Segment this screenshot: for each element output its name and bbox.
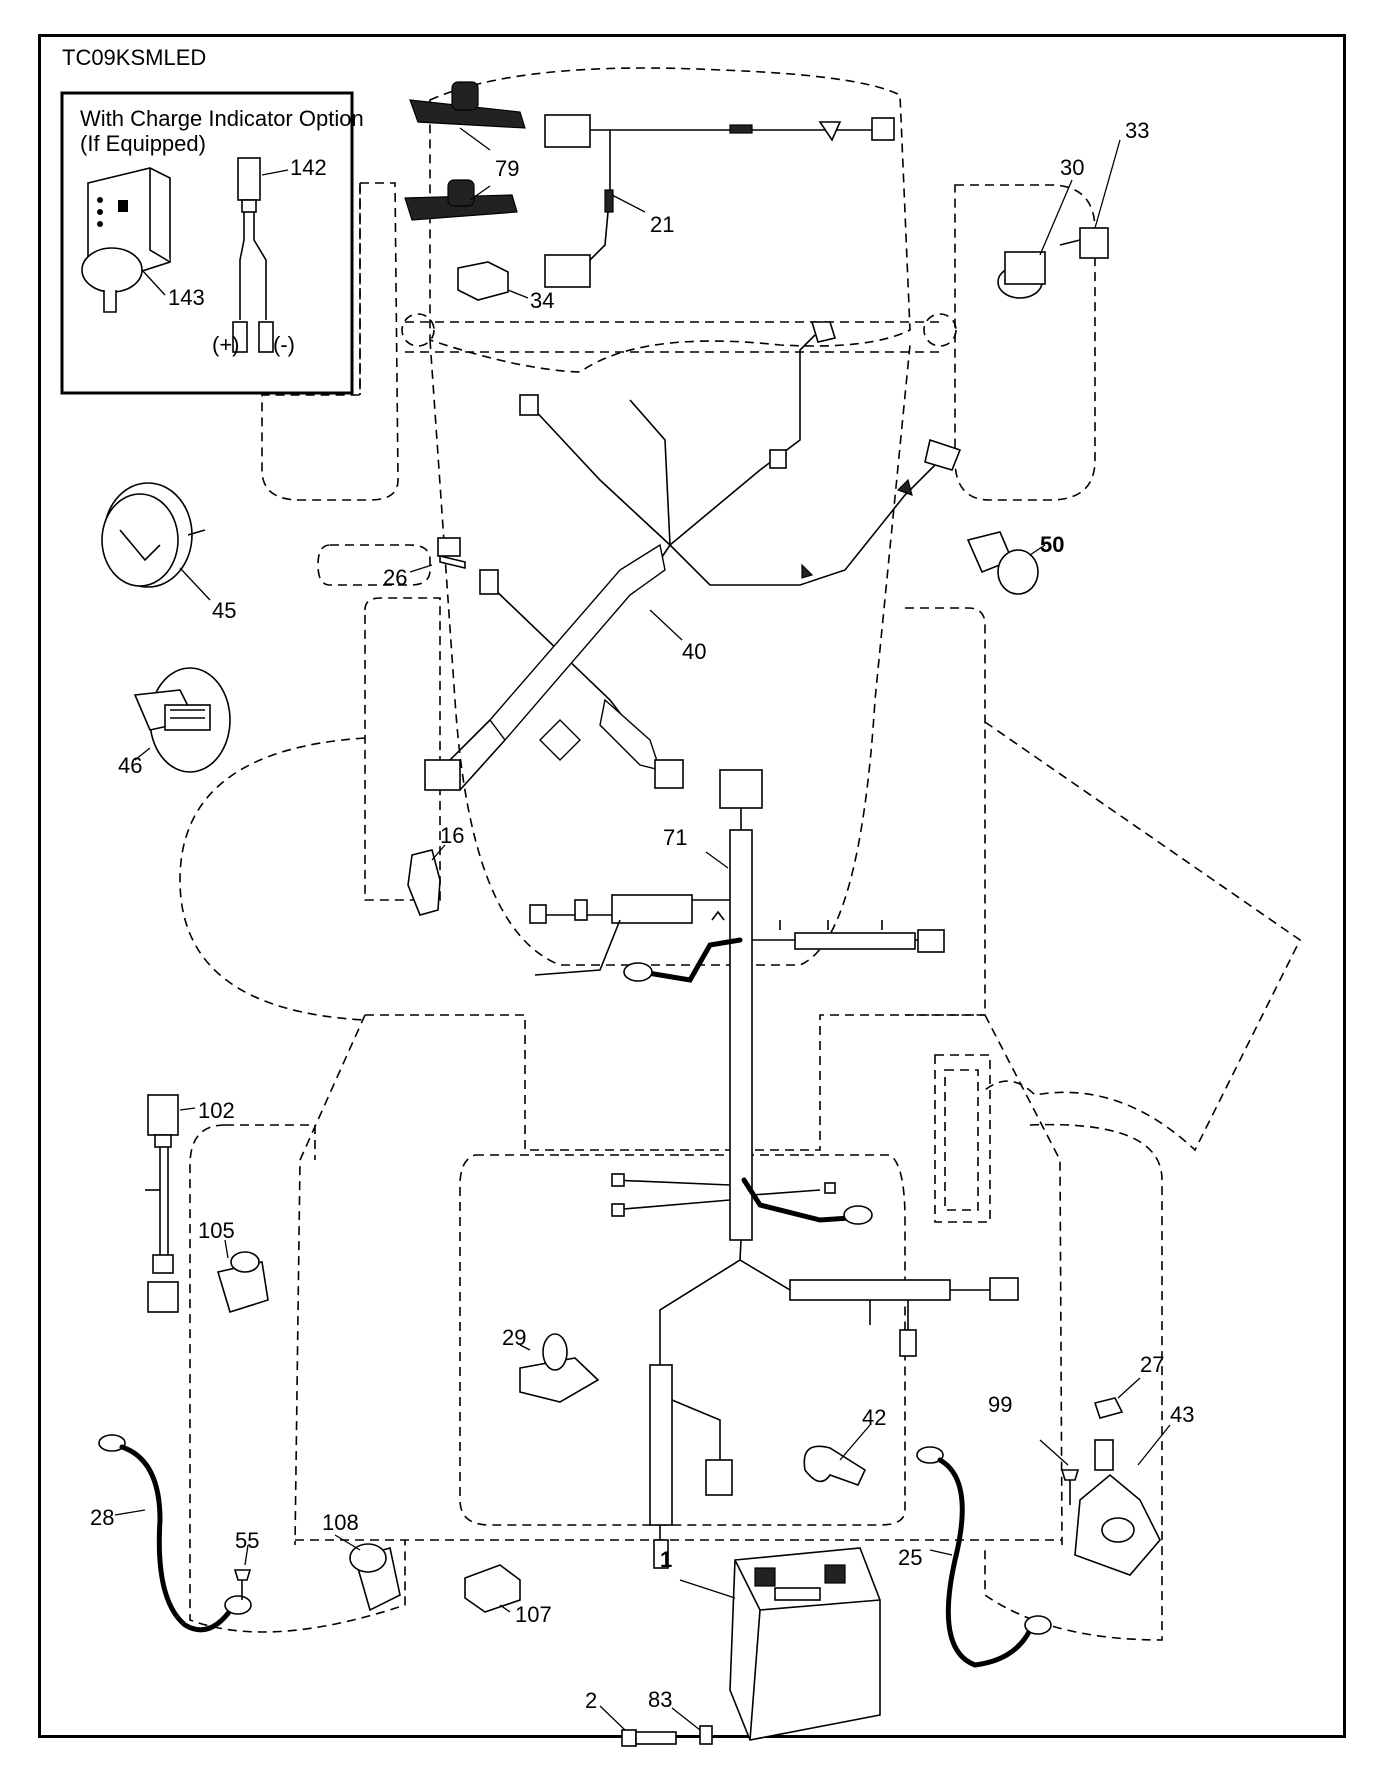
switch-34 (457, 261, 529, 301)
diagram-frame (38, 34, 1346, 1738)
solenoid-43 (1074, 1424, 1171, 1576)
plus-terminal-label: (+) (212, 332, 240, 357)
harness-102 (145, 1094, 196, 1313)
charge-indicator-part (81, 167, 171, 313)
part-107 (464, 1564, 521, 1613)
chassis-outline (179, 67, 1302, 1641)
callout-21: 21 (650, 212, 674, 237)
callout-45: 45 (212, 598, 236, 623)
callout-30: 30 (1060, 155, 1084, 180)
labels: TC09KSMLED 1 2 16 21 25 26 27 28 29 30 3… (62, 45, 1194, 1713)
ignition-switch-30 (997, 179, 1073, 299)
bolt-99 (1039, 1439, 1080, 1505)
callout-34: 34 (530, 288, 554, 313)
switch-50 (966, 531, 1046, 595)
callout-25: 25 (898, 1545, 922, 1570)
harness-71 (529, 769, 1019, 1569)
cable-28 (98, 1434, 252, 1633)
callout-108: 108 (322, 1510, 359, 1535)
callout-26: 26 (383, 565, 407, 590)
main-harness-40 (424, 321, 962, 791)
callout-71: 71 (663, 825, 687, 850)
ammeter-45 (101, 482, 211, 601)
key-33 (1059, 139, 1121, 259)
charge-indicator-inset: With Charge Indicator Option (If Equippe… (60, 91, 364, 395)
callout-42: 42 (862, 1405, 886, 1430)
bolt-55 (233, 1544, 252, 1600)
callout-28: 28 (90, 1505, 114, 1530)
switch-harness-21 (544, 114, 895, 288)
fuse-26 (409, 537, 466, 573)
callout-1: 1 (660, 1547, 672, 1572)
callout-143: 143 (168, 285, 205, 310)
charge-harness-part: (+) (-) (212, 157, 295, 357)
callout-105: 105 (198, 1218, 235, 1243)
callout-46: 46 (118, 753, 142, 778)
hour-meter-46 (133, 667, 231, 773)
battery-1 (679, 1547, 881, 1741)
callout-99: 99 (988, 1392, 1012, 1417)
callout-102: 102 (198, 1098, 235, 1123)
callout-33: 33 (1125, 118, 1149, 143)
callout-83: 83 (648, 1687, 672, 1712)
callout-2: 2 (585, 1688, 597, 1713)
callout-79: 79 (495, 156, 519, 181)
callout-27: 27 (1140, 1352, 1164, 1377)
inset-title-line1: With Charge Indicator Option (80, 106, 364, 131)
callout-29: 29 (502, 1325, 526, 1350)
boot-42 (803, 1424, 871, 1486)
callout-43: 43 (1170, 1402, 1194, 1427)
callout-40: 40 (682, 639, 706, 664)
minus-terminal-label: (-) (273, 332, 295, 357)
part-108 (334, 1534, 401, 1612)
nut-83 (671, 1707, 713, 1745)
inset-title-line2: (If Equipped) (80, 131, 206, 156)
callout-16: 16 (440, 823, 464, 848)
diagram-code: TC09KSMLED (62, 45, 206, 70)
seat-switch-79 (404, 81, 526, 221)
callout-142: 142 (290, 155, 327, 180)
callout-55: 55 (235, 1528, 259, 1553)
cable-25 (916, 1446, 1052, 1668)
relay-16 (407, 844, 446, 916)
solenoid-105 (216, 1239, 269, 1314)
bolt-2 (599, 1705, 677, 1747)
callout-50: 50 (1040, 532, 1064, 557)
callout-107: 107 (515, 1602, 552, 1627)
switch-29 (519, 1333, 600, 1403)
nut-27 (1093, 1377, 1141, 1419)
